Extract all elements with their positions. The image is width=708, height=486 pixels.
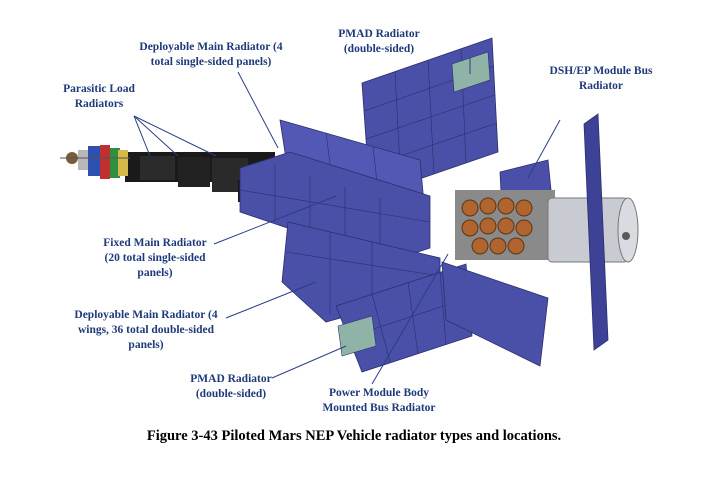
label-pmad-radiator-top: PMAD Radiator (double-sided) [338, 28, 420, 55]
label-dsh-ep-module-bus-radiator: DSH/EP Module Bus Radiator [549, 65, 653, 92]
label-power-module-body-radiator: Power Module Body Mounted Bus Radiator [322, 387, 436, 414]
fixed-main-radiator [239, 151, 431, 263]
leader-lines [133, 58, 561, 385]
right-lower-wing [441, 261, 549, 367]
figure-caption: Figure 3-43 Piloted Mars NEP Vehicle rad… [146, 428, 562, 444]
crew-module [60, 145, 130, 179]
thruster-cluster [455, 190, 555, 260]
cylindrical-tank [547, 197, 639, 263]
label-deployable-main-radiator-top: Deployable Main Radiator (4 total single… [139, 41, 283, 68]
right-vertical-panel [583, 113, 609, 351]
label-pmad-radiator-bottom: PMAD Radiator (double-sided) [190, 373, 272, 400]
label-parasitic-load-radiators: Parasitic Load Radiators [63, 83, 135, 110]
label-deployable-main-radiator-wings: Deployable Main Radiator (4 wings, 36 to… [74, 309, 218, 351]
pmad-radiator-top [451, 51, 491, 93]
pmad-radiator-bottom [337, 315, 377, 357]
label-fixed-main-radiator: Fixed Main Radiator (20 total single-sid… [103, 237, 207, 279]
